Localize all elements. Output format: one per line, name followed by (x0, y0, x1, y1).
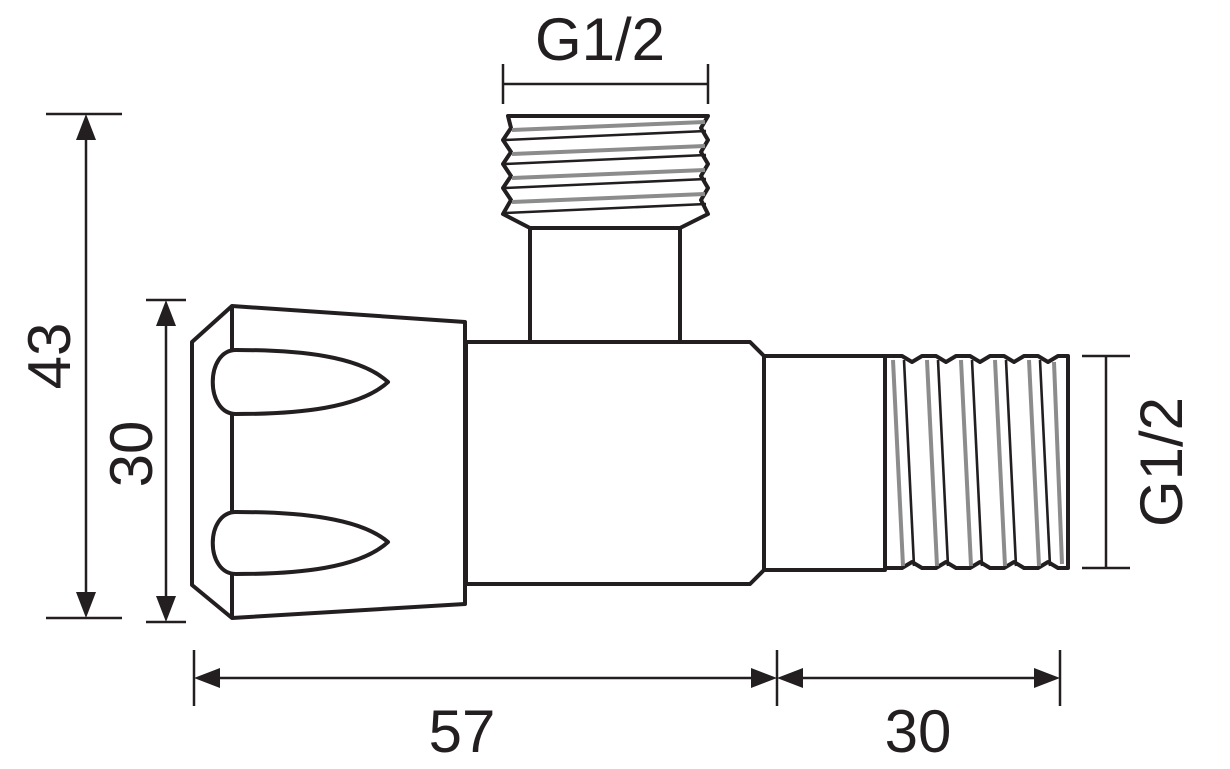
right-outlet (883, 354, 1070, 570)
knob (190, 304, 467, 620)
top-inlet-neck (528, 222, 682, 344)
dimension-label-g12-top: G1/2 (535, 6, 665, 73)
top-thread-lines (504, 120, 707, 215)
knob-grip-lower (210, 510, 390, 576)
arrowhead (76, 592, 96, 618)
dimension-overall-height: 43 (16, 112, 122, 620)
arrowhead (751, 668, 777, 688)
dimension-label-g12-right: G1/2 (1128, 397, 1195, 527)
knob-grip-upper (210, 348, 390, 416)
dimension-label-57: 57 (429, 698, 496, 765)
outlet-collar (762, 354, 887, 572)
dimension-outlet-length: 30 (777, 650, 1062, 765)
dimension-body-length: 57 (192, 650, 779, 765)
dimension-right-thread: G1/2 (1082, 354, 1195, 570)
arrowhead (194, 668, 220, 688)
arrowhead (777, 668, 803, 688)
dimension-label-30-horizontal: 30 (885, 698, 952, 765)
arrowhead (76, 114, 96, 140)
right-thread-lines (891, 359, 1064, 567)
arrowhead (156, 596, 176, 622)
dimension-top-thread: G1/2 (501, 6, 710, 104)
dimension-label-30-vertical: 30 (98, 421, 165, 488)
valve-body (464, 340, 766, 586)
arrowhead (156, 300, 176, 326)
dimension-knob-height: 30 (98, 298, 186, 624)
top-inlet (501, 114, 710, 344)
arrowhead (1034, 668, 1060, 688)
dimension-label-43: 43 (16, 323, 83, 390)
